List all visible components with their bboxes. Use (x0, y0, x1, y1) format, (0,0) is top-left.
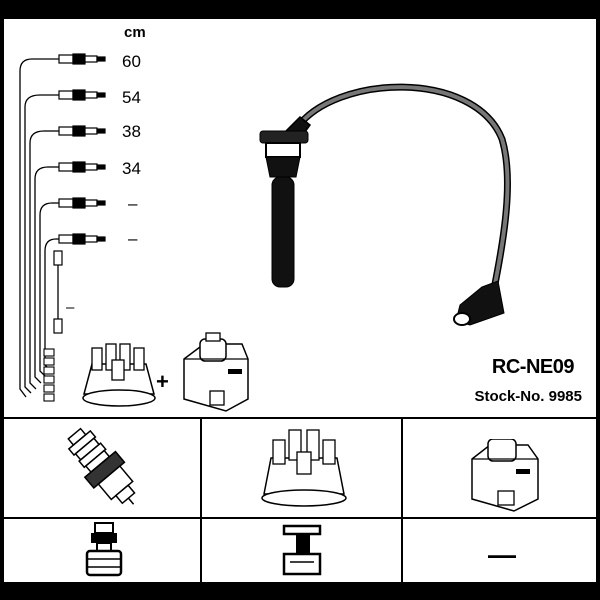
coil-wire-length-label: – (66, 299, 75, 316)
cable-line-5 (39, 202, 53, 378)
lead-terminals (58, 53, 106, 245)
terminal-3 (58, 125, 106, 137)
cable-line-4 (34, 166, 49, 384)
terminal-2 (58, 89, 106, 101)
grid-divider-right (401, 417, 403, 582)
cable-line-2 (24, 94, 41, 394)
coil-wire-drawing (53, 250, 63, 334)
coil-terminal-none: — (488, 539, 516, 570)
boot-body (271, 176, 295, 288)
stock-number: Stock-No. 9985 (474, 388, 582, 405)
terminal-5 (58, 197, 106, 209)
boot-collar (259, 130, 309, 144)
grid-divider-left (200, 417, 202, 582)
sheet-panel: cm 60 54 38 34 – – – (3, 18, 597, 583)
boot-taper (265, 156, 301, 178)
length-label-2: 54 (122, 88, 141, 107)
boot-band (265, 142, 301, 158)
distributor-cap-small (82, 343, 156, 407)
plus-sign: + (156, 369, 169, 394)
distributor-cap-icon (261, 429, 347, 507)
unit-label: cm (124, 24, 146, 41)
terminal-6 (58, 233, 106, 245)
length-label-1: 60 (122, 52, 141, 71)
length-label-5: – (128, 194, 138, 213)
cable-line-6 (44, 238, 57, 372)
terminal-4 (58, 161, 106, 173)
ignition-coil-small (183, 332, 249, 412)
length-label-3: 38 (122, 122, 141, 141)
plug-terminal-icon (85, 522, 123, 577)
ignition-coil-icon (471, 439, 539, 512)
cable-line-3 (29, 130, 45, 390)
cable-line-1 (19, 58, 33, 398)
bundle-end-boots (43, 348, 55, 402)
spark-plug-wire (259, 83, 511, 326)
cable-set-drawing (19, 53, 511, 412)
grid-divider-middle (4, 517, 596, 519)
cable-lines (19, 58, 59, 398)
distributor-terminal-icon (282, 524, 322, 576)
product-name: RC-NE09 (491, 356, 575, 378)
length-label-4: 34 (122, 159, 141, 178)
terminal-1 (58, 53, 106, 65)
spark-plug-icon (67, 427, 136, 505)
length-label-6: – (128, 229, 138, 248)
grid-divider-top (4, 417, 596, 419)
